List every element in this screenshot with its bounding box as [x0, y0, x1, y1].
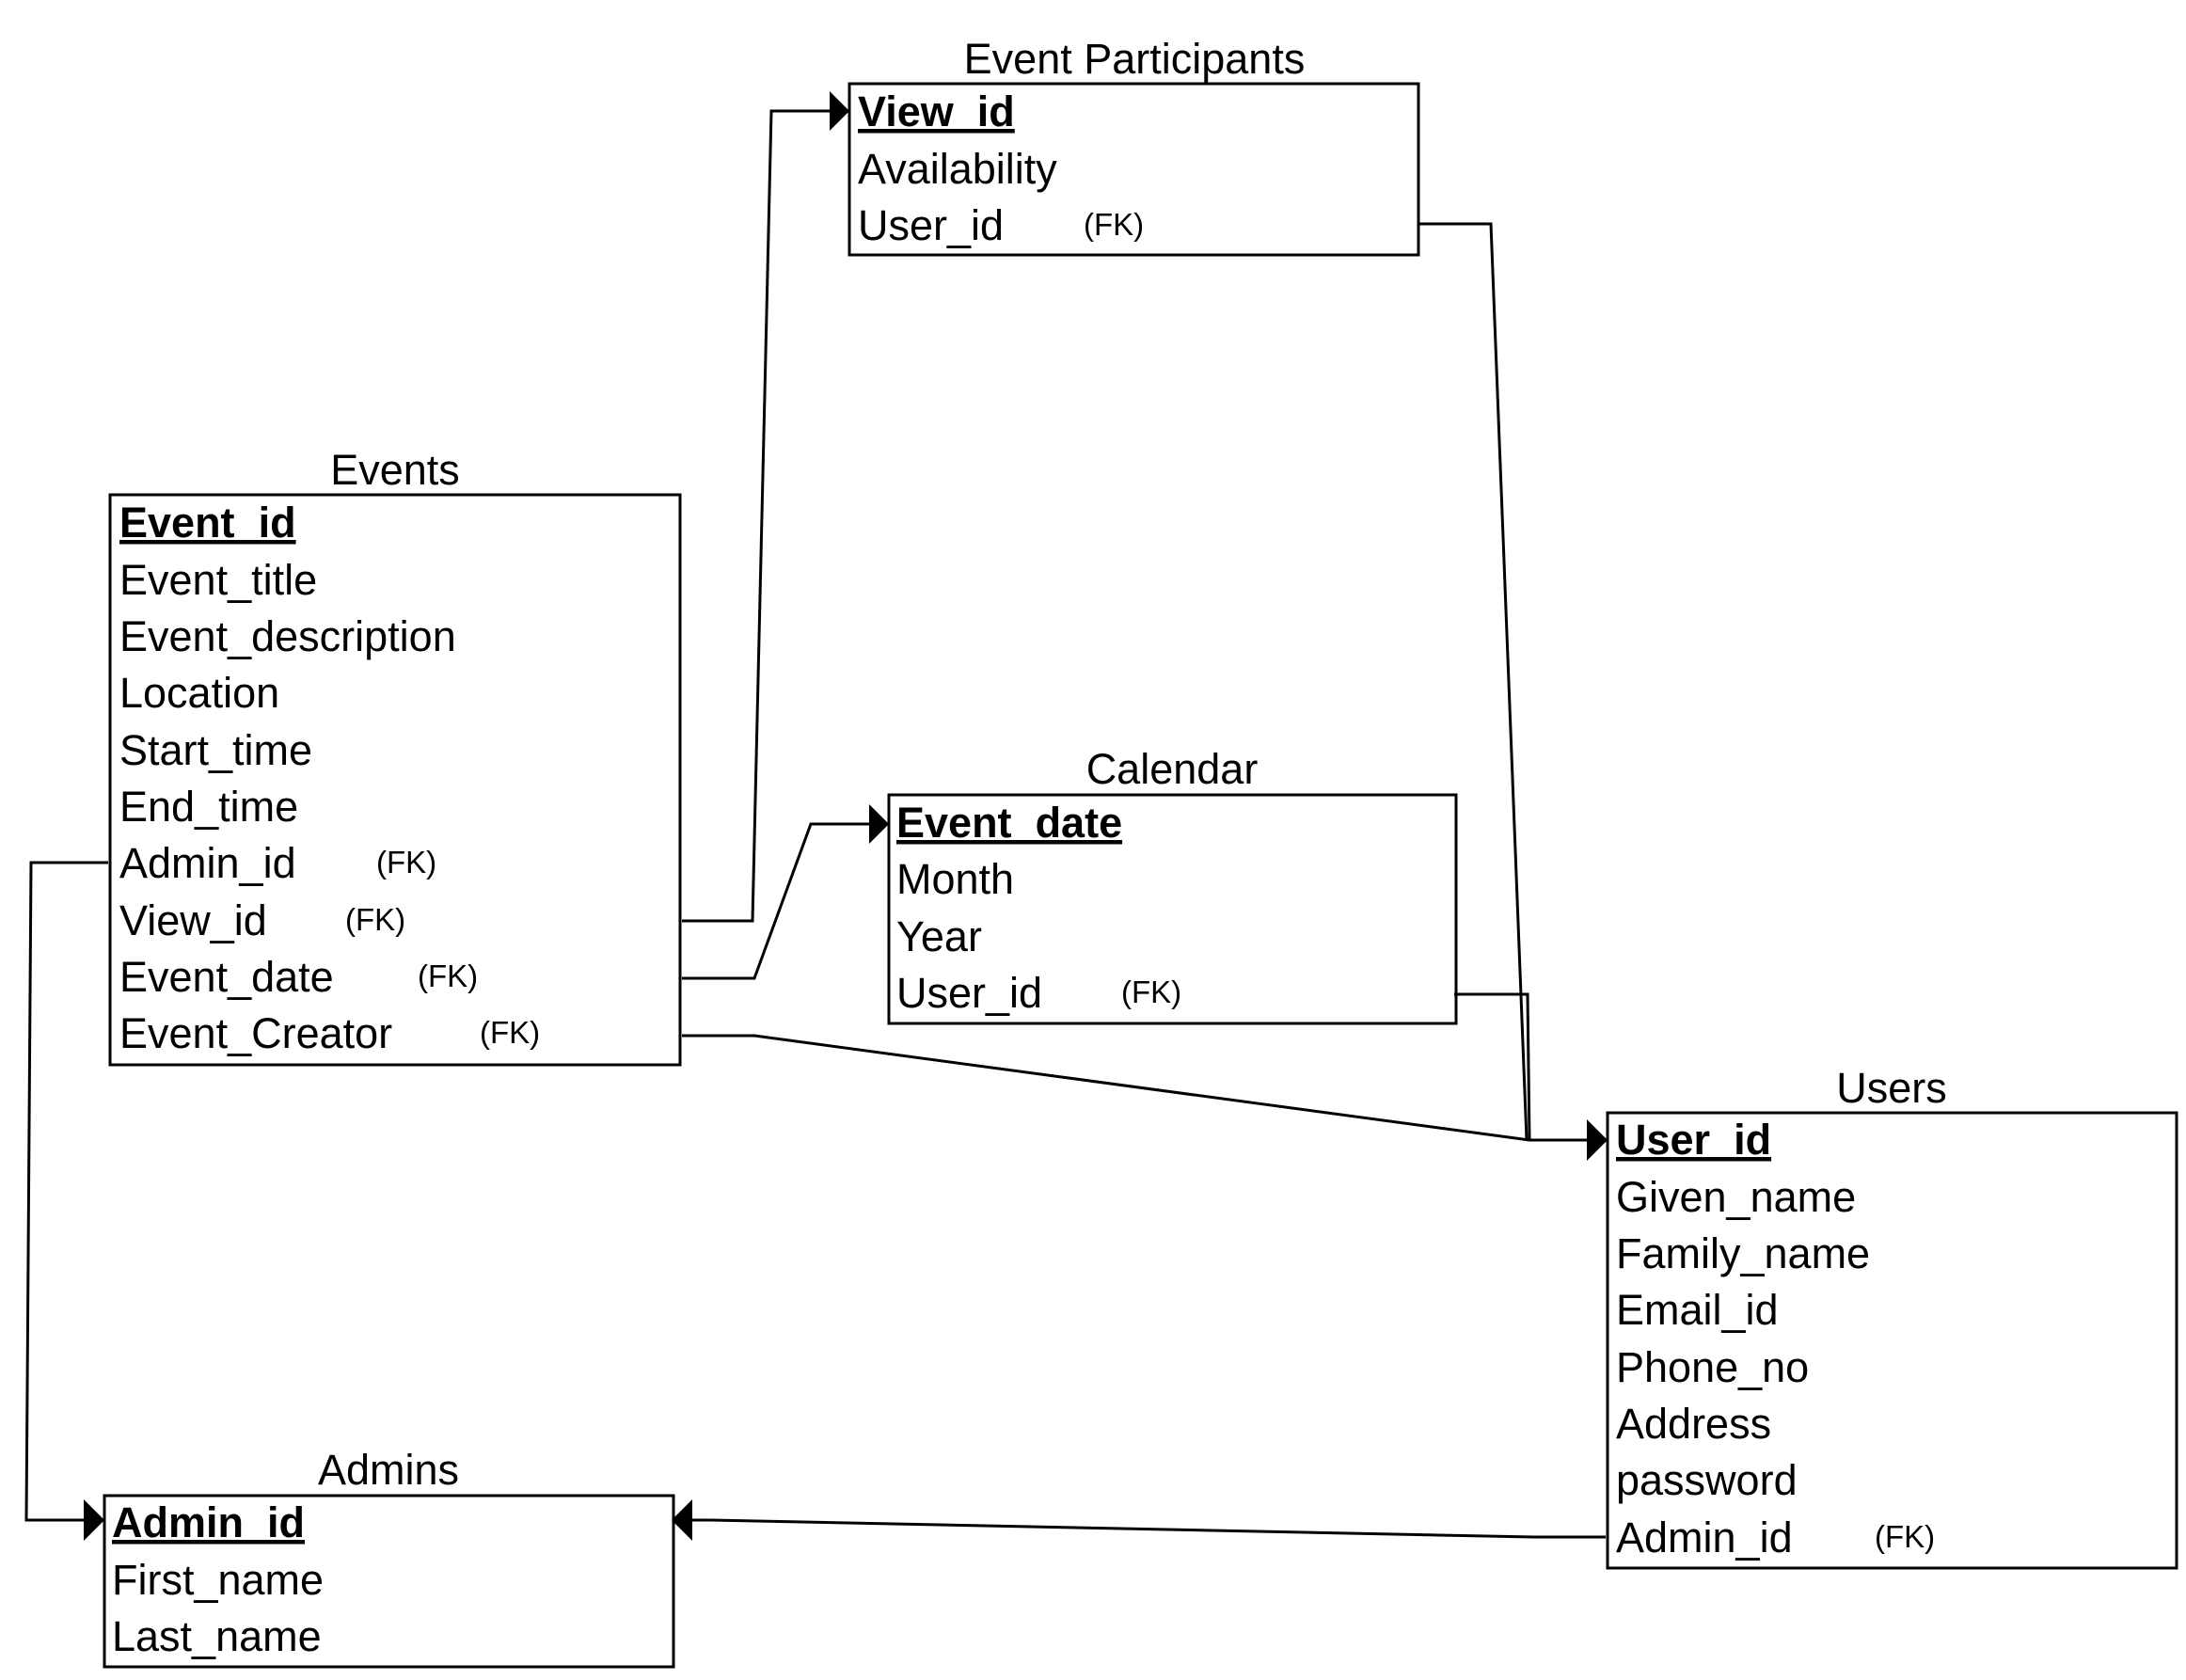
primary-key-field: Event_id — [119, 499, 296, 547]
field: User_id — [858, 201, 1004, 249]
arrowhead-users-userid — [1587, 1119, 1608, 1161]
field: Family_name — [1616, 1229, 1870, 1277]
arrowhead-calendar-eventdate — [869, 804, 889, 844]
arrowhead-admins-adminid-left — [84, 1499, 104, 1541]
field: First_name — [112, 1556, 324, 1604]
fk-marker: (FK) — [1121, 975, 1181, 1009]
entity-title: Events — [330, 446, 460, 494]
primary-key-field: View_id — [858, 87, 1015, 135]
entity-box — [108, 493, 682, 1067]
fk-marker: (FK) — [1084, 207, 1144, 242]
arrowhead-participants-viewid — [830, 91, 849, 131]
fk-marker: (FK) — [480, 1015, 540, 1050]
rel-calendar-userid-to-users — [1454, 992, 1531, 1141]
entity-box — [887, 793, 1458, 1025]
entity-users[interactable]: Users User_id Given_name Family_name Ema… — [1606, 1064, 2178, 1570]
entity-calendar[interactable]: Calendar Event_date Month Year User_id (… — [887, 745, 1458, 1025]
field: Last_name — [112, 1612, 322, 1660]
entity-title: Event Participants — [964, 35, 1306, 83]
entity-event-participants[interactable]: Event Participants View_id Availability … — [847, 35, 1420, 257]
rel-events-viewid-to-participants — [682, 109, 832, 923]
rel-events-adminid-to-admins — [24, 861, 108, 1522]
entity-box — [847, 82, 1420, 257]
primary-key-field: Event_date — [896, 799, 1122, 847]
field: Month — [896, 855, 1014, 903]
entity-box — [1606, 1111, 2178, 1570]
field: Given_name — [1616, 1173, 1856, 1221]
fk-marker: (FK) — [1875, 1519, 1935, 1554]
rel-users-adminid-to-admins — [692, 1518, 1606, 1539]
rel-events-eventdate-to-calendar — [682, 822, 872, 980]
arrowhead-admins-adminid-right — [672, 1499, 692, 1541]
field: Availability — [858, 145, 1057, 193]
primary-key-field: Admin_id — [112, 1498, 305, 1546]
entity-box — [103, 1494, 675, 1669]
entity-events[interactable]: Events Event_id Event_title Event_descri… — [108, 446, 682, 1067]
field: Event_Creator — [119, 1009, 392, 1057]
fk-marker: (FK) — [376, 845, 436, 880]
field: Phone_no — [1616, 1343, 1809, 1391]
field: password — [1616, 1456, 1798, 1504]
entity-title: Admins — [318, 1446, 459, 1494]
field: Start_time — [119, 726, 312, 774]
field: Email_id — [1616, 1286, 1779, 1334]
field: Location — [119, 669, 279, 717]
fk-marker: (FK) — [418, 959, 478, 993]
entity-admins[interactable]: Admins Admin_id First_name Last_name — [103, 1446, 675, 1669]
primary-key-field: User_id — [1616, 1116, 1771, 1164]
relationship-lines — [24, 109, 1606, 1539]
field: User_id — [896, 969, 1042, 1017]
field: Address — [1616, 1400, 1771, 1448]
field: Event_date — [119, 953, 334, 1001]
rel-participants-userid-to-users — [1418, 222, 1529, 1141]
arrowheads — [84, 91, 1608, 1541]
field: End_time — [119, 783, 298, 831]
entity-title: Users — [1836, 1064, 1947, 1112]
field: Year — [896, 912, 982, 960]
fk-marker: (FK) — [345, 902, 405, 937]
field: Admin_id — [1616, 1514, 1793, 1561]
rel-events-creator-to-users — [682, 1034, 1592, 1142]
field: Event_title — [119, 556, 317, 604]
entity-title: Calendar — [1086, 745, 1259, 793]
field: Admin_id — [119, 839, 296, 887]
field: View_id — [119, 896, 267, 944]
field: Event_description — [119, 612, 456, 660]
